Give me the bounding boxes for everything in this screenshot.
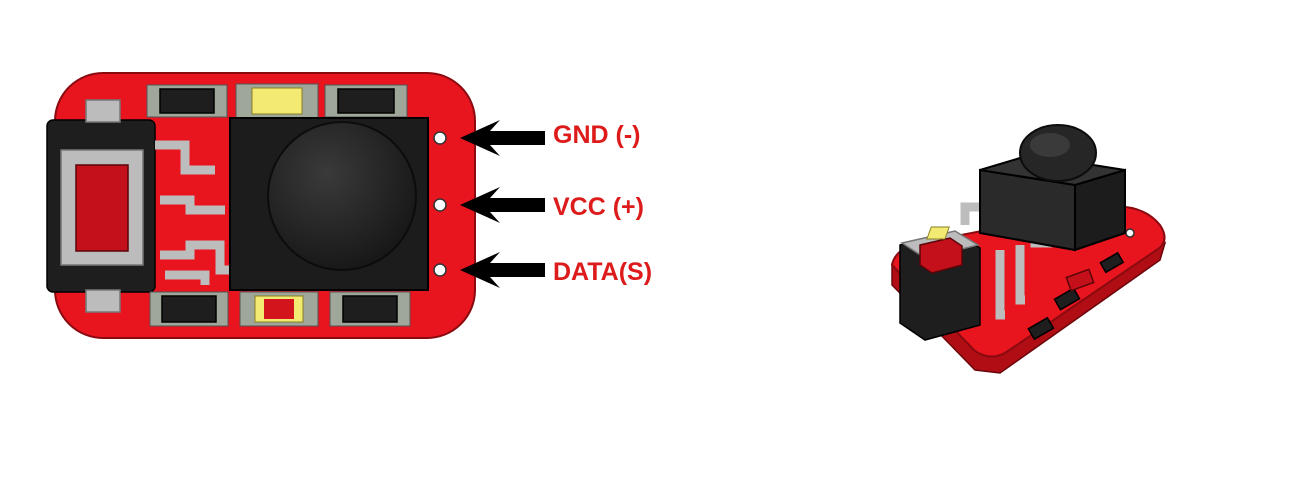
smd-led-3d [926,226,950,240]
switch-button [919,237,963,274]
module-3d-view [890,124,1167,374]
ir-receiver-dome [267,121,417,271]
smd-part-4 [1099,251,1125,274]
pin-label-vcc: VCC (+) [553,193,644,221]
switch-button [75,164,129,252]
pin-hole-data [433,263,447,277]
arrow-left-icon [460,252,545,288]
smd-led-bottom [239,291,319,327]
trace-2 [160,195,225,215]
switch-leg-top [85,99,121,123]
smd-part-1 [1027,316,1055,341]
arrow-left-icon [460,187,545,223]
pin-hole-gnd [433,131,447,145]
trace-3 [160,240,238,275]
switch-leg-bottom [85,289,121,313]
arrow-left-icon [460,120,545,156]
smd-part-2 [1053,287,1081,311]
smd-resistor-top-right [324,84,408,118]
pin-hole-vcc [433,198,447,212]
smd-resistor-bottom-left [149,291,229,327]
pin-bent-3 [1015,245,1025,305]
smd-resistor-bottom-right [329,291,411,327]
smd-resistor-top-left [146,84,228,118]
pin-label-data: DATA(S) [553,258,653,286]
smd-led-top [235,83,319,119]
module-top-view [46,72,545,339]
trace-4 [165,270,210,285]
trace-1 [155,140,215,175]
pin-bent-2 [995,250,1005,320]
smd-part-3 [1065,268,1095,292]
pin-label-gnd: GND (-) [553,121,641,149]
ir-receiver-dome-highlight [1030,133,1070,157]
mount-hole [1125,228,1135,238]
